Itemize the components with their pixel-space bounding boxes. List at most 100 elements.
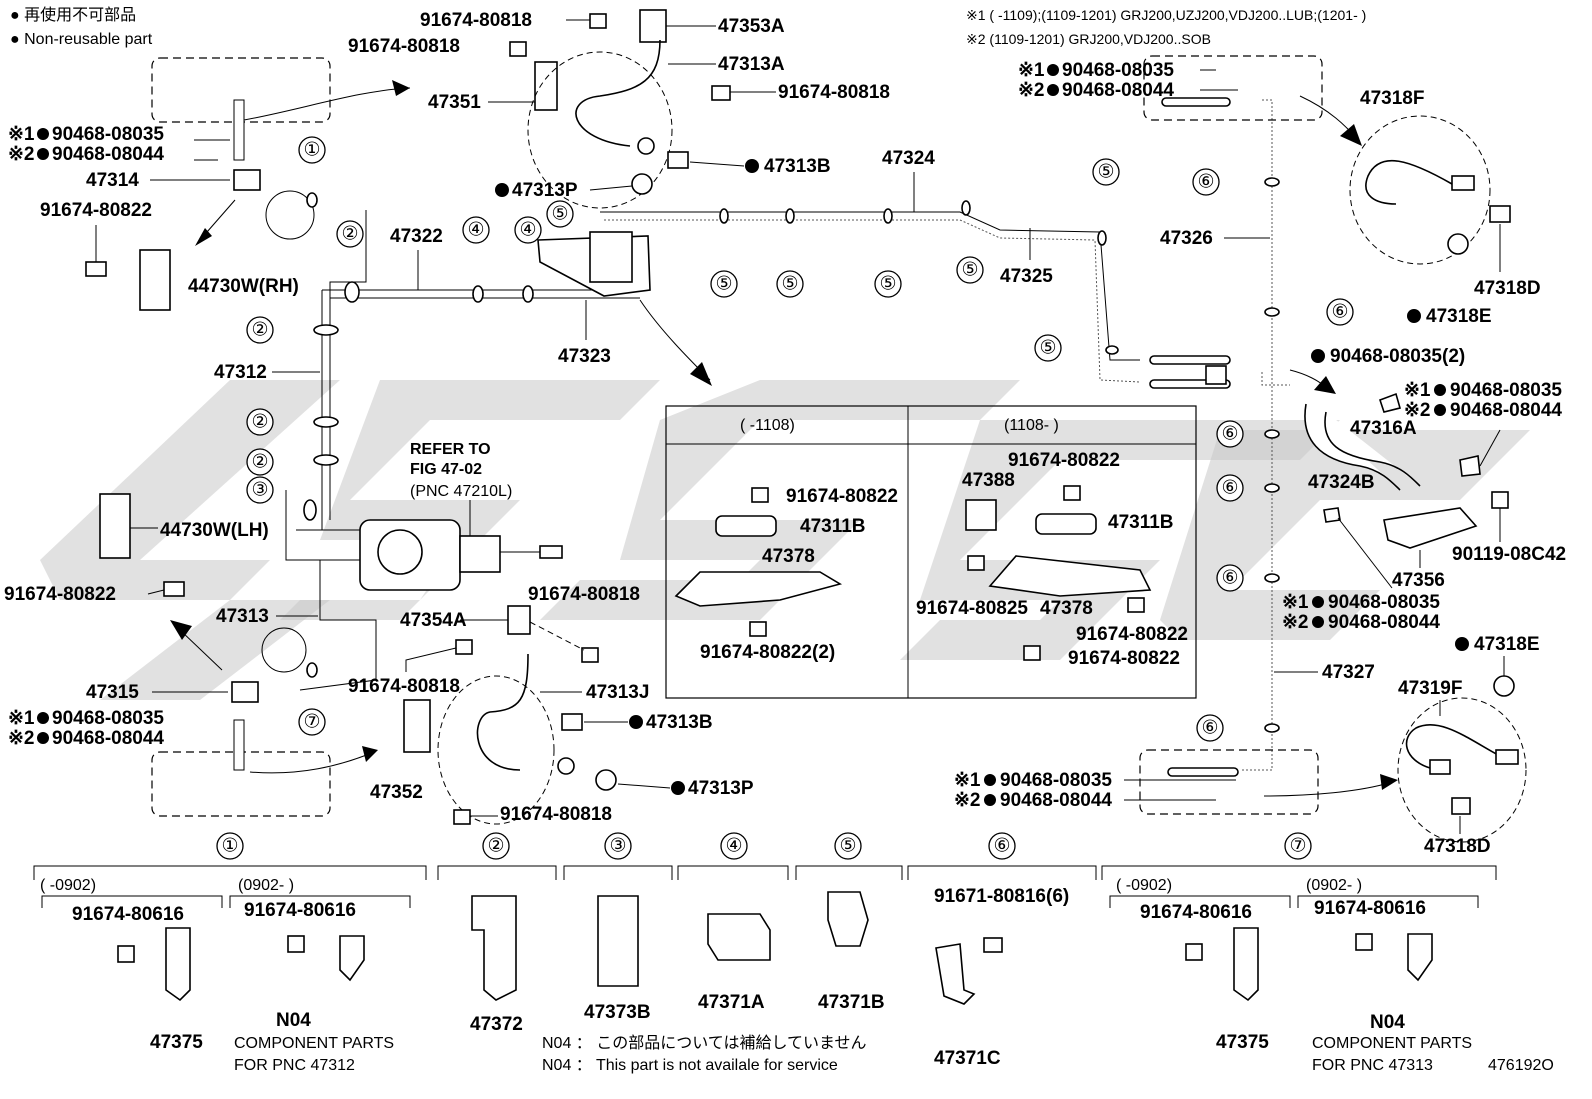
assembly-line [529, 621, 585, 651]
clip-47371b [827, 891, 869, 947]
legend-jp: ● 再使用不可部品 [10, 6, 136, 24]
label-91674-80818-b: 91674-80818 [348, 36, 460, 57]
g7-part-a: 47375 [1216, 1032, 1269, 1053]
arrow-right [249, 751, 375, 774]
label-47315: 47315 [86, 682, 139, 703]
nonreusable-dot [1455, 637, 1469, 651]
bolt [1355, 933, 1373, 951]
label-47313p-bottom: 47313P [688, 778, 754, 799]
svg-text:⑤: ⑤ [715, 274, 732, 295]
pipe-callouts: ② ④ ④ ⑤ ⑤ ⑤ ⑤ ⑤ ⑤ ⑤ ② ② ② ③ ⑥ ⑥ ⑥ ⑥ ⑥ ⑥ … [246, 158, 1354, 742]
fitting [637, 137, 655, 155]
pipe-stub [1149, 355, 1231, 365]
label-47313b-bottom: 47313B [646, 712, 713, 733]
junction-fittings [589, 231, 633, 283]
label-47316a: 47316A [1350, 418, 1417, 439]
g1-bolt-b: 91674-80616 [244, 900, 356, 921]
mark-2-b: ※2 [8, 728, 35, 749]
g1-range-a: ( -0902) [40, 877, 96, 894]
label-47318e-top: 47318E [1426, 306, 1492, 327]
arrowhead [170, 620, 192, 640]
leader [1124, 779, 1236, 801]
union-bolt [1489, 205, 1511, 223]
mark-1-c: ※1 [1018, 60, 1045, 81]
nonreusable-dot [37, 128, 49, 140]
pipe-clamps [303, 177, 1280, 733]
label-47322: 47322 [390, 226, 443, 247]
nonreusable-dot [1047, 64, 1059, 76]
label-90119-08c42: 90119-08C42 [1452, 544, 1566, 565]
arrowhead [1380, 774, 1398, 790]
label-47313a: 47313A [718, 54, 785, 75]
junction-47311b-left [715, 515, 777, 537]
label-90468-08035-c: 90468-08035 [1062, 60, 1174, 81]
bracket-47388 [965, 499, 997, 531]
svg-text:①: ① [221, 836, 238, 857]
arrowhead [1340, 124, 1362, 146]
master-cylinder [359, 500, 563, 591]
group-5 [834, 832, 862, 860]
junction-47311b-right [1035, 513, 1097, 535]
refer-line-1: REFER TO [410, 441, 491, 458]
svg-text:⑥: ⑥ [1221, 568, 1238, 589]
hose-detail-circle-right [1349, 115, 1491, 265]
nonreusable-dot [1434, 384, 1446, 396]
bracket-47378-right [988, 555, 1152, 597]
label-47324: 47324 [882, 148, 935, 169]
pipe-loop [265, 190, 315, 240]
svg-text:⑥: ⑥ [993, 836, 1010, 857]
mark-1-d: ※1 [1404, 380, 1431, 401]
bracket-47356 [1383, 507, 1478, 549]
label-90468-08044-d: 90468-08044 [1450, 400, 1562, 421]
hose-47318f [1365, 159, 1453, 205]
svg-text:③: ③ [251, 480, 268, 501]
nonreusable-dot [671, 781, 685, 795]
bolt [1063, 485, 1081, 501]
g7-range-a: ( -0902) [1116, 877, 1172, 894]
g7-bolt-b: 91674-80616 [1314, 898, 1426, 919]
clip [1323, 507, 1341, 523]
mark-2-e: ※2 [1282, 612, 1309, 633]
leader [617, 783, 671, 789]
svg-text:②: ② [251, 320, 268, 341]
bolt [581, 647, 599, 663]
hose-detail-circle-right-lower [1397, 697, 1527, 843]
arrow-to-47319f [1263, 781, 1393, 797]
label-47353a: 47353A [718, 16, 785, 37]
bolt [287, 935, 305, 953]
label-47313j: 47313J [586, 682, 649, 703]
label-47351: 47351 [428, 92, 481, 113]
bolt [1185, 943, 1203, 961]
label-91674-80818-f: 91674-80818 [500, 804, 612, 825]
svg-text:⑥: ⑥ [1197, 172, 1214, 193]
clamp-n04 [1407, 933, 1433, 982]
legend-en: ● Non-reusable part [10, 31, 153, 48]
arrowhead [362, 746, 378, 762]
label-91674-80818-a: 91674-80818 [420, 10, 532, 31]
svg-text:②: ② [251, 452, 268, 473]
hose-47313j [476, 653, 529, 771]
svg-text:⑥: ⑥ [1221, 478, 1238, 499]
union-bolt [1495, 749, 1519, 765]
bolt [749, 621, 767, 637]
arrowhead [690, 362, 712, 386]
inset-right-range: (1108- ) [1004, 417, 1059, 434]
label-91674-80818-e: 91674-80818 [348, 676, 460, 697]
leader [147, 589, 165, 595]
g1-comp2: FOR PNC 47312 [234, 1057, 355, 1074]
nonreusable-dot [37, 148, 49, 160]
leader [689, 161, 745, 167]
label-47318d-top: 47318D [1474, 278, 1541, 299]
clamp-47375 [165, 927, 191, 1002]
g1-range-b: (0902- ) [238, 877, 294, 894]
g7-bolt-a: 91674-80616 [1140, 902, 1252, 923]
gasket [1447, 233, 1469, 255]
bolt [509, 41, 527, 57]
bolt-lh [163, 581, 185, 597]
leader [589, 185, 633, 191]
svg-text:⑥: ⑥ [1331, 302, 1348, 323]
detail-box-47318f [1143, 55, 1323, 121]
mark-2-c: ※2 [1018, 80, 1045, 101]
label-44730w-lh: 44730W(LH) [160, 520, 269, 541]
g2-part: 47372 [470, 1014, 523, 1035]
